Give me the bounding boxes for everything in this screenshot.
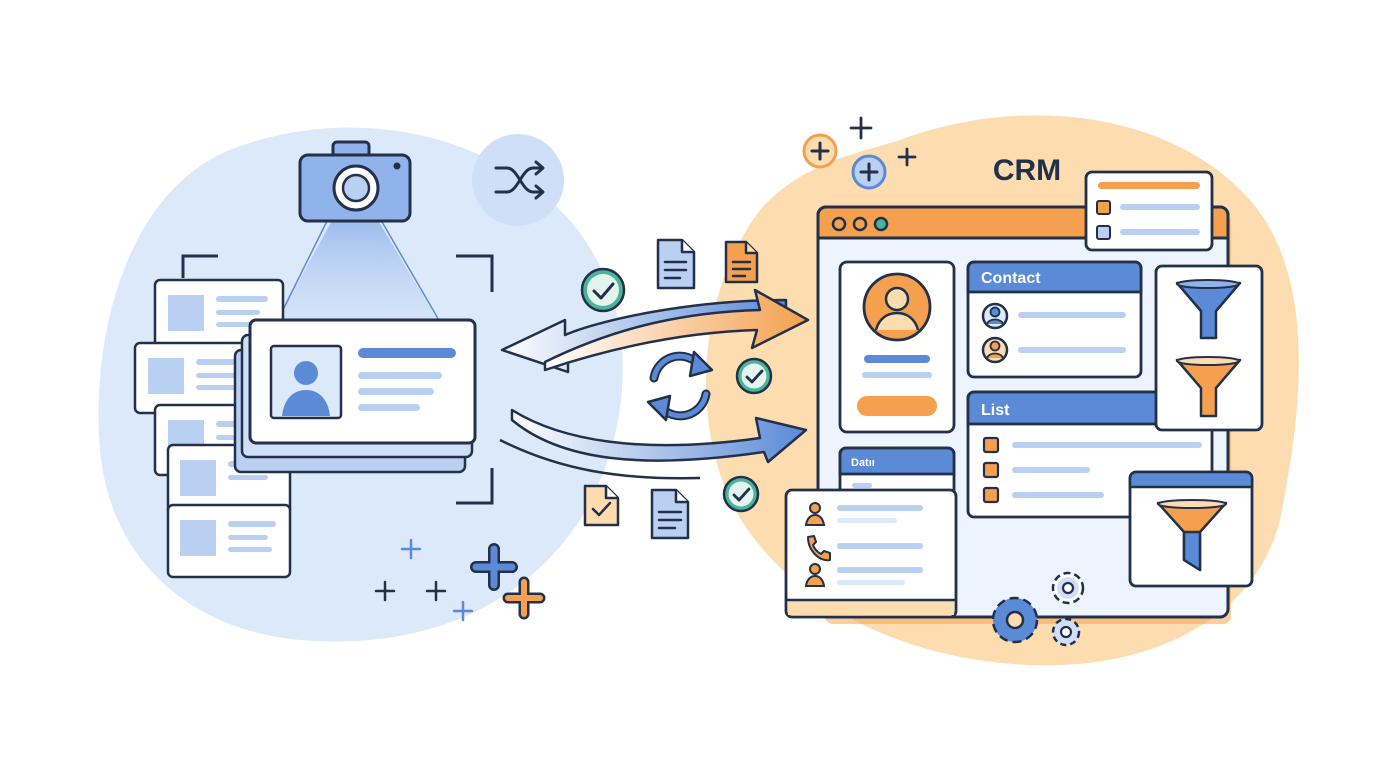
plus-cross-large-blue [470,543,518,591]
checklist-checkbox [1096,200,1111,215]
profile-avatar-icon [862,272,932,342]
scan-beam-edge-right [377,214,441,323]
window-control-dot [852,216,868,232]
funnel-icon [1156,499,1228,572]
contact-panel: Contact [966,260,1143,379]
small-card [166,503,292,579]
main-business-card-stack [233,318,477,474]
phone-icon [807,535,831,562]
window-control-dot [873,216,889,232]
checklist-checkbox [1096,225,1111,240]
profile-card [838,260,956,434]
scan-beam-edge-left [276,214,331,323]
gear-icon [991,596,1039,644]
gear-icon [1051,571,1085,605]
contacts-list-card [784,488,958,619]
plus-sparkles-top [849,116,917,167]
data-panel-title: Datıı [851,457,875,469]
check-icon [722,475,760,513]
document-icon [656,238,696,290]
funnel-card [1128,470,1254,588]
plus-circle-icon-orange [802,133,838,169]
list-checkbox [982,486,1000,504]
document-check-icon [583,484,620,527]
funnel-icon [1175,356,1242,418]
funnel-panel [1154,264,1264,432]
crm-title: CRM [993,154,1061,187]
check-icon [580,267,626,313]
camera-icon [298,140,412,223]
shuffle-icon-bubble [472,134,564,226]
check-icon [735,357,773,395]
person-icon [804,563,826,587]
list-checkbox [982,461,1000,479]
floating-checklist-card [1084,170,1214,252]
list-panel-title: List [981,402,1010,419]
plus-cross-large-orange [502,576,546,620]
arrow-to-crm-orange [543,288,810,372]
arrow-to-crm-blue [499,408,808,480]
scan-bracket-top-left [181,254,218,278]
person-avatar-icon [282,361,330,416]
scan-beam [275,215,440,325]
list-checkbox [982,436,1000,454]
sync-icon [646,350,714,422]
profile-action-button [857,396,937,416]
scan-bracket-bottom-right [456,468,494,505]
contact-person-icon [981,302,1009,330]
person-icon [804,502,826,526]
window-control-dot [831,216,847,232]
plus-sparkles-left [374,538,474,622]
funnel-icon [1175,279,1242,340]
contact-person-icon [981,336,1009,364]
plus-circle-icon-blue [851,154,887,190]
gear-icon [1051,617,1081,647]
document-icon [650,488,690,540]
document-icon [724,240,759,284]
shuffle-icon [494,160,545,200]
scan-bracket-top-right [456,254,494,292]
contact-panel-title: Contact [981,270,1041,287]
